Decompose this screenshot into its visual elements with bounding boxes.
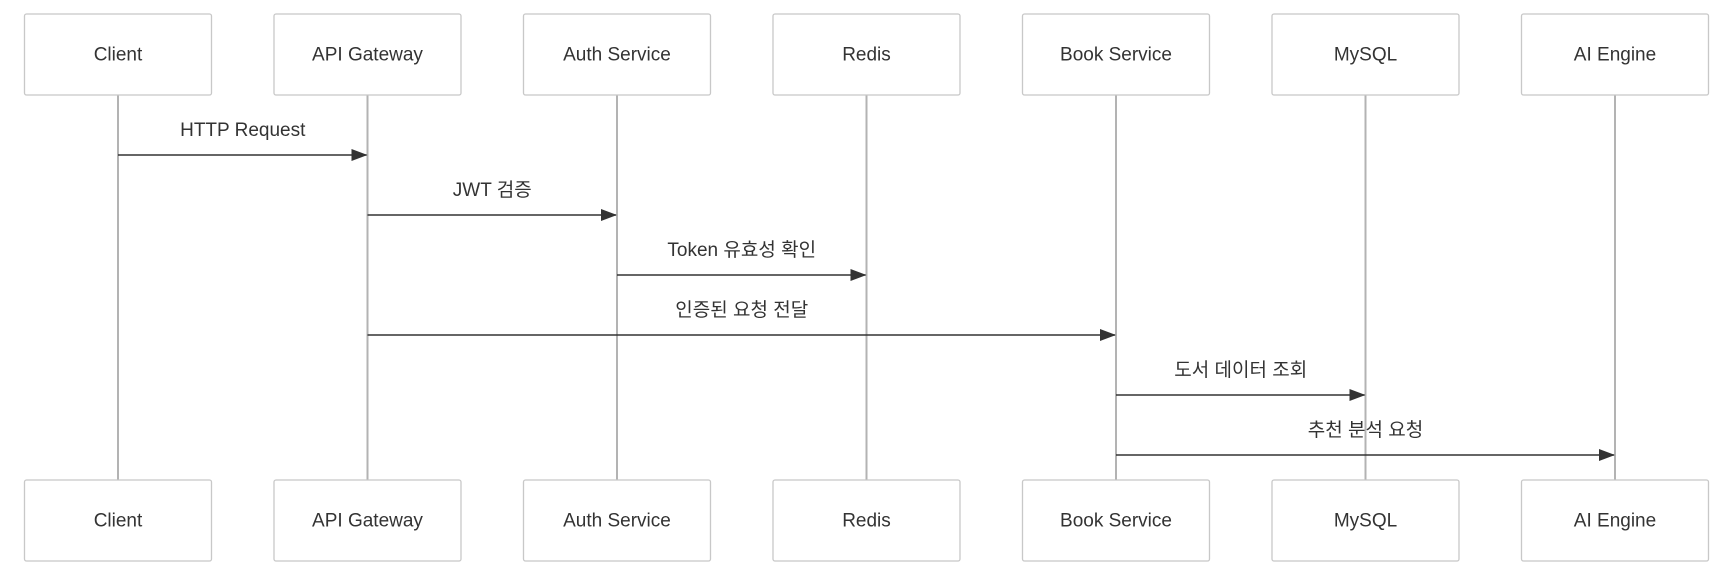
participant-box xyxy=(1520,479,1710,562)
participant-box xyxy=(1271,13,1460,96)
message-label: Token 유효성 확인 xyxy=(667,239,816,261)
participant-box xyxy=(1021,13,1211,96)
participant-box xyxy=(23,479,213,562)
participant-box xyxy=(1021,479,1211,562)
lifelines xyxy=(117,95,1616,480)
message-label: JWT 검증 xyxy=(453,179,532,201)
message-book-to-mysql: 도서 데이터 조회 xyxy=(1116,359,1366,401)
participant-label: AI Engine xyxy=(1574,45,1656,66)
participant-redis-bottom: Redis xyxy=(772,479,961,562)
message-label: 인증된 요청 전달 xyxy=(675,299,808,321)
participant-box xyxy=(1520,13,1710,96)
participant-box xyxy=(522,479,712,562)
participant-box xyxy=(772,479,961,562)
participant-box xyxy=(273,13,462,96)
participant-gateway-bottom: API Gateway xyxy=(273,479,462,562)
participant-box xyxy=(23,13,213,96)
participant-label: Book Service xyxy=(1060,45,1172,66)
participant-redis-top: Redis xyxy=(772,13,961,96)
message-gateway-to-book: 인증된 요청 전달 xyxy=(367,299,1116,341)
participant-mysql-bottom: MySQL xyxy=(1271,479,1460,562)
participant-label: API Gateway xyxy=(312,511,423,532)
participant-box xyxy=(522,13,712,96)
participant-label: API Gateway xyxy=(312,45,423,66)
participant-label: Redis xyxy=(842,45,891,66)
message-label: 추천 분석 요청 xyxy=(1308,419,1423,441)
participant-ai-top: AI Engine xyxy=(1520,13,1710,96)
participant-label: Client xyxy=(94,45,143,66)
participant-label: Client xyxy=(94,511,143,532)
participant-auth-bottom: Auth Service xyxy=(522,479,712,562)
message-auth-to-redis: Token 유효성 확인 xyxy=(617,239,867,281)
participant-client-top: Client xyxy=(23,13,213,96)
participant-label: Auth Service xyxy=(563,45,671,66)
participant-label: Redis xyxy=(842,511,891,532)
participant-book-bottom: Book Service xyxy=(1021,479,1211,562)
participant-label: AI Engine xyxy=(1574,511,1656,532)
participant-label: Auth Service xyxy=(563,511,671,532)
participant-mysql-top: MySQL xyxy=(1271,13,1460,96)
participant-auth-top: Auth Service xyxy=(522,13,712,96)
participant-client-bottom: Client xyxy=(23,479,213,562)
participant-box xyxy=(273,479,462,562)
message-label: 도서 데이터 조회 xyxy=(1174,359,1307,381)
participant-label: MySQL xyxy=(1334,511,1397,532)
participant-label: Book Service xyxy=(1060,511,1172,532)
message-gateway-to-auth: JWT 검증 xyxy=(367,179,617,221)
participant-gateway-top: API Gateway xyxy=(273,13,462,96)
message-book-to-ai: 추천 분석 요청 xyxy=(1116,419,1615,461)
participant-ai-bottom: AI Engine xyxy=(1520,479,1710,562)
participant-label: MySQL xyxy=(1334,45,1397,66)
message-client-to-gateway: HTTP Request xyxy=(118,120,368,161)
participant-book-top: Book Service xyxy=(1021,13,1211,96)
participants-bottom: Client API Gateway Auth Service Redis Book S… xyxy=(23,479,1710,562)
participants-top: Client API Gateway Auth Service Redis Book S… xyxy=(23,13,1710,96)
participant-box xyxy=(1271,479,1460,562)
message-label: HTTP Request xyxy=(180,120,306,141)
participant-box xyxy=(772,13,961,96)
